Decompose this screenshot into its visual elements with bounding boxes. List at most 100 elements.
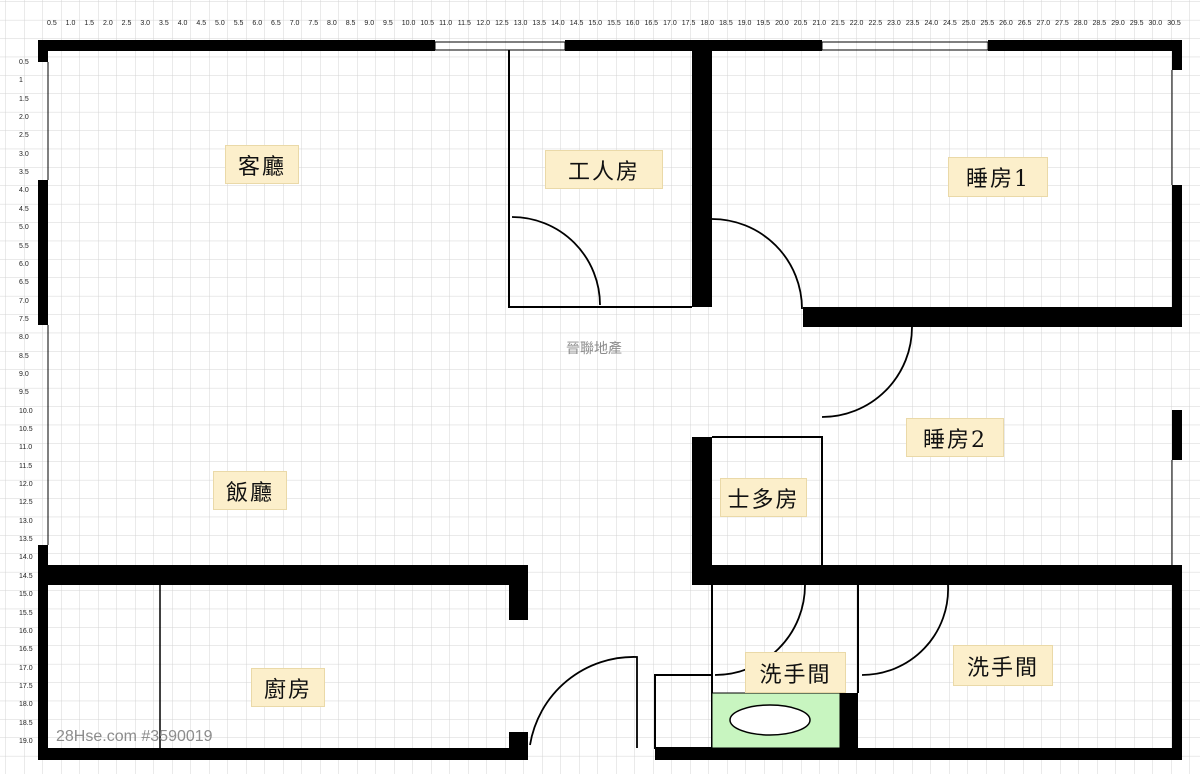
top-axis-tick: 2.0 bbox=[103, 20, 113, 27]
room-label-bedroom1: 睡房1 bbox=[948, 157, 1048, 197]
left-axis-tick: 11.5 bbox=[19, 462, 33, 470]
top-axis-tick: 11.0 bbox=[439, 20, 453, 27]
left-axis-tick: 4.5 bbox=[19, 205, 29, 213]
top-axis-tick: 28.0 bbox=[1073, 20, 1088, 27]
top-axis-tick: 18.0 bbox=[700, 20, 715, 27]
left-axis-tick: 18.5 bbox=[19, 719, 33, 727]
top-axis-tick: 5.5 bbox=[233, 20, 244, 27]
left-axis-tick: 8.5 bbox=[19, 352, 29, 360]
left-axis-tick: 17.5 bbox=[19, 682, 33, 690]
room-label-bathroom1: 洗手間 bbox=[745, 652, 846, 693]
left-axis-tick: 2.5 bbox=[19, 132, 29, 140]
left-axis-tick: 7.5 bbox=[19, 315, 29, 323]
left-axis-tick: 1 bbox=[19, 77, 23, 85]
door-arcs bbox=[511, 216, 949, 748]
agency-watermark: 晉聯地產 bbox=[566, 340, 622, 356]
top-axis-tick: 22.0 bbox=[849, 20, 864, 27]
left-axis-tick: 5.0 bbox=[19, 224, 29, 232]
left-axis-tick: 14.5 bbox=[19, 572, 33, 580]
top-axis-tick: 16.5 bbox=[644, 20, 659, 27]
left-axis-tick: 7.0 bbox=[19, 297, 29, 305]
top-axis-tick: 10.0 bbox=[401, 20, 416, 27]
top-axis-tick: 23.0 bbox=[887, 20, 901, 27]
left-axis-tick: 9.0 bbox=[19, 370, 29, 378]
room-label-bedroom2: 睡房2 bbox=[906, 418, 1004, 457]
left-axis-tick: 10.5 bbox=[19, 426, 33, 433]
top-axis-tick: 15.0 bbox=[588, 20, 603, 27]
top-axis-tick: 18.5 bbox=[719, 20, 733, 27]
top-axis-tick: 10.5 bbox=[420, 20, 435, 27]
top-axis-tick: 12.5 bbox=[495, 20, 509, 27]
top-axis-tick: 13.5 bbox=[532, 20, 547, 27]
top-axis-tick: 11.5 bbox=[457, 20, 471, 27]
top-axis-tick: 17.0 bbox=[663, 20, 677, 27]
top-axis-tick: 29.0 bbox=[1111, 20, 1125, 27]
left-axis-tick: 3.5 bbox=[19, 169, 29, 177]
top-axis-tick: 16.0 bbox=[625, 20, 640, 27]
top-axis-tick: 14.5 bbox=[569, 20, 584, 27]
top-axis-tick: 28.5 bbox=[1092, 20, 1107, 27]
top-axis-tick: 7.5 bbox=[308, 20, 319, 27]
top-axis-tick: 1.0 bbox=[65, 20, 76, 27]
top-axis-tick: 12.0 bbox=[476, 20, 491, 27]
left-axis-tick: 16.5 bbox=[19, 646, 33, 654]
room-label-living: 客廳 bbox=[225, 145, 299, 184]
top-axis-tick: 5.0 bbox=[215, 20, 225, 27]
room-label-worker-room: 工人房 bbox=[545, 150, 663, 189]
top-axis-tick: 8.0 bbox=[327, 20, 337, 27]
top-axis-tick: 30.5 bbox=[1167, 20, 1181, 27]
left-axis-tick: 19.0 bbox=[19, 737, 33, 745]
left-axis-tick: 6.0 bbox=[19, 260, 29, 268]
top-axis-tick: 24.5 bbox=[943, 20, 957, 27]
top-axis-tick: 4.5 bbox=[196, 20, 207, 27]
top-axis-tick: 3.0 bbox=[140, 20, 151, 27]
left-axis-tick: 4.0 bbox=[19, 187, 29, 195]
left-axis-tick: 12.5 bbox=[19, 499, 33, 507]
bathtub-basin bbox=[729, 704, 811, 736]
thin-lines bbox=[47, 41, 1173, 749]
top-axis-tick: 19.0 bbox=[737, 20, 752, 27]
top-axis-tick: 1.5 bbox=[84, 20, 95, 27]
top-axis-tick: 30.0 bbox=[1148, 20, 1163, 27]
left-axis-tick: 13.0 bbox=[19, 517, 33, 525]
top-axis-tick: 9.5 bbox=[383, 20, 393, 27]
left-axis-tick: 6.5 bbox=[19, 279, 29, 287]
top-axis-tick: 14.0 bbox=[551, 20, 565, 27]
top-axis-tick: 29.5 bbox=[1129, 20, 1144, 27]
left-axis-tick: 15.5 bbox=[19, 609, 33, 617]
top-axis-tick: 15.5 bbox=[607, 20, 621, 27]
left-axis-tick: 11.0 bbox=[19, 444, 33, 452]
left-axis-tick: 12.0 bbox=[19, 481, 33, 489]
top-axis-tick: 25.0 bbox=[961, 20, 976, 27]
room-label-store-room: 士多房 bbox=[720, 478, 807, 517]
left-axis-tick: 8.0 bbox=[19, 334, 29, 342]
top-axis-tick: 19.5 bbox=[756, 20, 771, 27]
left-axis-tick: 15.0 bbox=[19, 591, 33, 599]
left-axis-tick: 2.0 bbox=[19, 114, 29, 122]
top-axis-tick: 0.5 bbox=[47, 20, 57, 27]
top-axis-tick: 8.5 bbox=[345, 20, 356, 27]
listing-watermark: 28Hse.com #3590019 bbox=[56, 728, 213, 745]
top-axis-tick: 17.5 bbox=[681, 20, 696, 27]
left-axis-tick: 14.0 bbox=[19, 554, 33, 562]
top-axis-tick: 21.5 bbox=[831, 20, 845, 27]
left-axis-tick: 10.0 bbox=[19, 407, 33, 415]
top-axis-tick: 22.5 bbox=[868, 20, 883, 27]
top-axis-tick: 21.0 bbox=[812, 20, 827, 27]
left-axis-tick: 17.0 bbox=[19, 664, 33, 672]
room-label-kitchen: 廚房 bbox=[251, 668, 325, 707]
left-axis-tick: 16.0 bbox=[19, 627, 33, 635]
walls bbox=[38, 40, 1182, 760]
top-axis-tick: 13.0 bbox=[513, 20, 528, 27]
top-axis-tick: 23.5 bbox=[905, 20, 920, 27]
top-axis-tick: 9.0 bbox=[364, 20, 375, 27]
top-axis-tick: 6.5 bbox=[271, 20, 281, 27]
top-axis-tick: 26.0 bbox=[999, 20, 1013, 27]
top-axis-tick: 2.5 bbox=[121, 20, 132, 27]
top-axis-tick: 25.5 bbox=[980, 20, 995, 27]
left-axis-tick: 5.5 bbox=[19, 242, 29, 250]
left-axis-tick: 13.5 bbox=[19, 536, 33, 544]
room-label-bathroom2: 洗手間 bbox=[953, 645, 1053, 686]
